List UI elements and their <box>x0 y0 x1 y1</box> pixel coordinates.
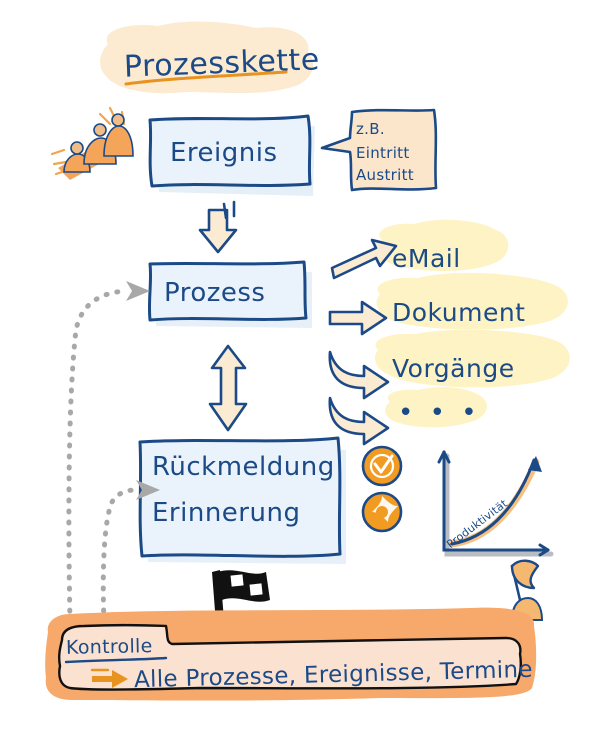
dotted-arrow-to-feedback <box>100 487 139 625</box>
chart-axes <box>442 450 550 552</box>
output-label-more: • • • <box>398 398 481 428</box>
control-banner-inner <box>57 623 522 691</box>
chart-curve <box>450 458 536 546</box>
email-highlight-blob <box>378 219 509 271</box>
cross-circle-icon <box>361 491 403 533</box>
output-arrow-dokument <box>328 300 388 336</box>
output-arrow-email <box>330 238 398 280</box>
feedback-box-outline <box>138 436 342 558</box>
callout-line-3: Austritt <box>356 166 414 184</box>
output-arrow-more <box>328 396 390 446</box>
event-box-label: Ereignis <box>170 138 278 168</box>
banner-arrow-icon <box>92 670 128 688</box>
output-arrow-vorgaenge <box>328 350 390 400</box>
celebrating-people-icon <box>50 106 134 180</box>
arrow-down-event-to-process <box>198 200 238 254</box>
output-label-vorgaenge: Vorgänge <box>392 354 515 383</box>
flag-pin-icon <box>510 559 544 621</box>
kontrolle-underline <box>64 656 168 664</box>
output-label-email: eMail <box>392 244 461 273</box>
control-banner[interactable] <box>45 607 537 701</box>
chart-curve-arrowhead <box>528 456 542 472</box>
event-callout-bubble <box>320 108 438 192</box>
event-box-outline <box>148 114 312 188</box>
title-underline <box>124 70 288 86</box>
check-circle-icon <box>361 445 403 487</box>
arrow-up-down-process-feedback <box>208 344 248 432</box>
dotted-feedback-arrows <box>66 288 139 625</box>
feedback-box[interactable] <box>138 436 346 564</box>
callout-line-1: z.B. <box>356 120 385 138</box>
control-banner-heading: Kontrolle <box>65 635 153 659</box>
process-box-label: Prozess <box>164 278 266 308</box>
vorgaenge-highlight-blob <box>374 329 570 388</box>
process-box[interactable] <box>147 260 312 328</box>
feedback-box-label-2: Erinnerung <box>152 498 301 528</box>
output-label-dokument: Dokument <box>392 298 526 327</box>
productivity-chart <box>437 450 554 557</box>
feedback-box-label-1: Rückmeldung <box>152 452 335 482</box>
event-box[interactable] <box>148 114 315 196</box>
dotted-arrowheads <box>126 281 160 500</box>
process-box-outline <box>147 260 308 322</box>
callout-bubble-outline <box>320 108 438 192</box>
dokument-highlight-blob <box>376 272 568 330</box>
title-highlight-blob <box>100 21 314 94</box>
ellipsis-highlight-blob <box>385 387 487 428</box>
dotted-arrow-to-process <box>66 288 129 625</box>
callout-line-2: Eintritt <box>356 144 410 162</box>
